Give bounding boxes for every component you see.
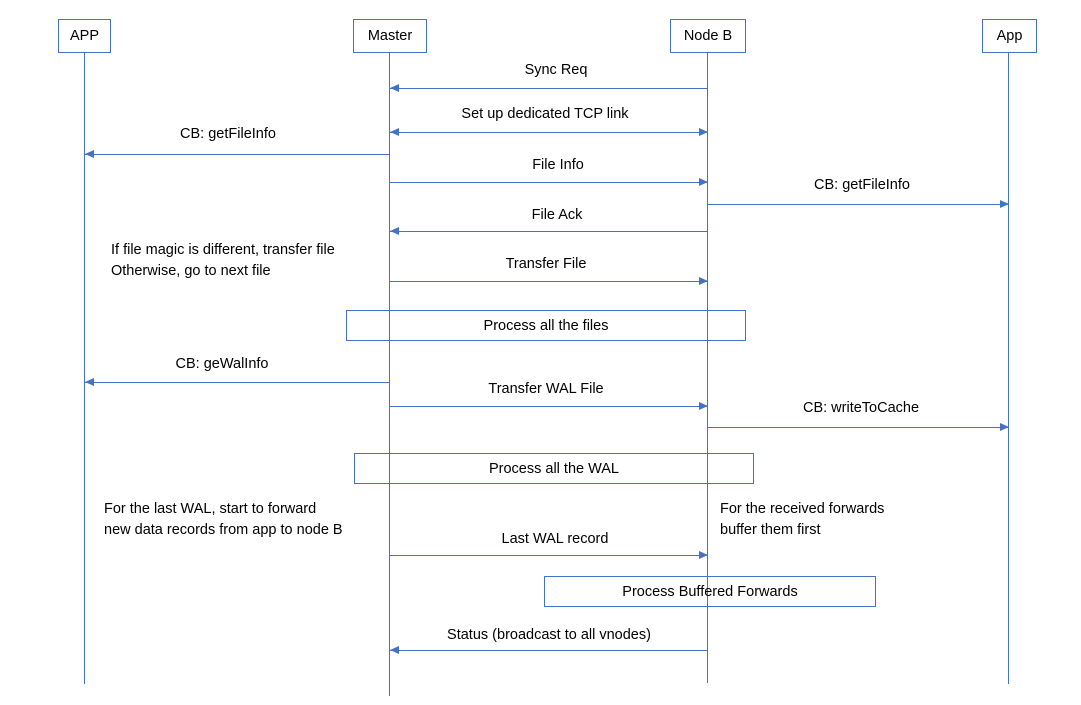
arrow-head-right-last-wal-record — [699, 551, 708, 559]
message-label-transfer-file: Transfer File — [505, 256, 587, 272]
arrow-head-right-transfer-wal — [699, 402, 708, 410]
message-line-tcp-link — [390, 132, 708, 133]
lifeline-master — [389, 53, 391, 696]
lifeline-app_right — [1008, 53, 1010, 684]
message-line-status-bcast — [390, 650, 708, 651]
arrow-head-right-cb-getfileinfo2 — [1000, 200, 1009, 208]
arrow-head-right-file-info — [699, 178, 708, 186]
message-label-last-wal-record: Last WAL record — [501, 531, 609, 547]
message-label-cb-getfileinfo: CB: getFileInfo — [180, 126, 276, 142]
message-line-file-info — [390, 182, 708, 183]
actor-box-app_right[interactable]: App — [982, 19, 1037, 53]
arrow-head-right-cb-writetocache — [1000, 423, 1009, 431]
message-line-file-ack — [390, 231, 708, 232]
message-line-transfer-wal — [390, 406, 708, 407]
note-buffer-them: For the received forwards buffer them fi… — [720, 501, 885, 539]
arrow-head-left-tcp-link — [390, 128, 399, 136]
arrow-head-left-sync-req — [390, 84, 399, 92]
message-line-cb-getfileinfo — [85, 154, 390, 155]
arrow-head-left-file-ack — [390, 227, 399, 235]
note-file-magic: If file magic is different, transfer fil… — [111, 242, 335, 280]
message-line-cb-getfileinfo2 — [708, 204, 1009, 205]
arrow-head-left-cb-getfileinfo — [85, 150, 94, 158]
message-line-last-wal-record — [390, 555, 708, 556]
message-line-transfer-file — [390, 281, 708, 282]
arrow-head-left-status-bcast — [390, 646, 399, 654]
lifeline-node_b — [707, 53, 709, 683]
arrow-head-right-tcp-link — [699, 128, 708, 136]
message-line-sync-req — [390, 88, 708, 89]
message-label-cb-writetocache: CB: writeToCache — [802, 400, 920, 416]
message-label-sync-req: Sync Req — [524, 62, 588, 78]
message-label-tcp-link: Set up dedicated TCP link — [461, 106, 629, 122]
lifeline-app_left — [84, 53, 86, 684]
message-label-status-bcast: Status (broadcast to all vnodes) — [447, 627, 651, 643]
message-label-cb-gewalinfo: CB: geWalInfo — [175, 356, 269, 372]
activation-box-process-files[interactable]: Process all the files — [346, 310, 746, 341]
actor-box-master[interactable]: Master — [353, 19, 427, 53]
activation-box-process-buffered[interactable]: Process Buffered Forwards — [544, 576, 876, 607]
message-label-file-info: File Info — [532, 157, 584, 173]
message-line-cb-gewalinfo — [85, 382, 390, 383]
arrow-head-left-cb-gewalinfo — [85, 378, 94, 386]
actor-box-node_b[interactable]: Node B — [670, 19, 746, 53]
activation-box-process-wal[interactable]: Process all the WAL — [354, 453, 754, 484]
message-label-cb-getfileinfo2: CB: getFileInfo — [814, 177, 910, 193]
note-last-wal: For the last WAL, start to forward new d… — [104, 501, 343, 539]
actor-box-app_left[interactable]: APP — [58, 19, 111, 53]
arrow-head-right-transfer-file — [699, 277, 708, 285]
message-label-transfer-wal: Transfer WAL File — [488, 381, 604, 397]
message-line-cb-writetocache — [708, 427, 1009, 428]
message-label-file-ack: File Ack — [531, 207, 583, 223]
